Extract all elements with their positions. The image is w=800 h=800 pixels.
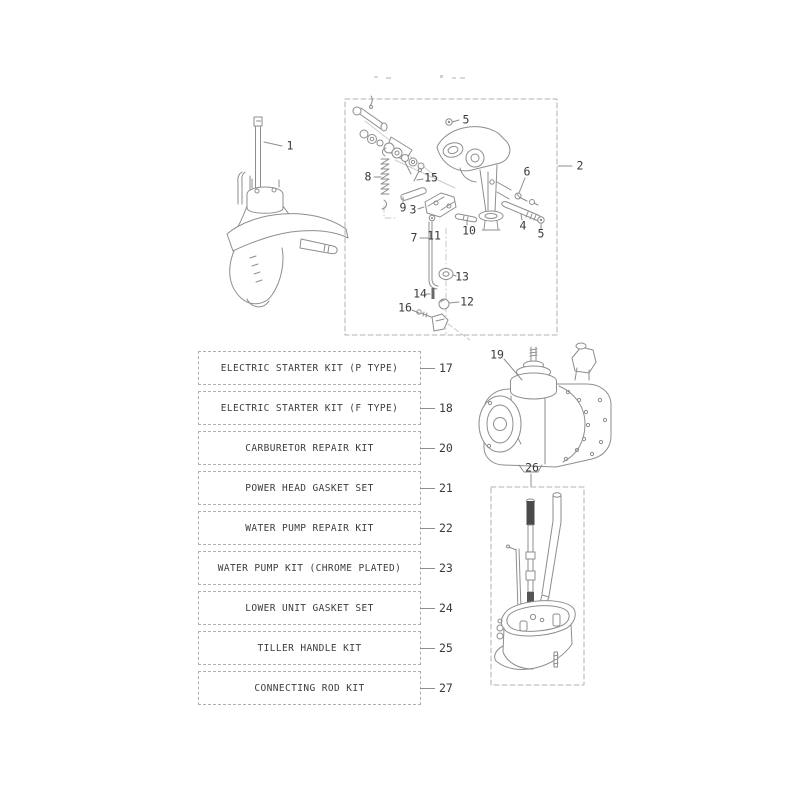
kit-item-leader-line: [420, 608, 435, 609]
kit-item-number: 23: [439, 561, 453, 575]
kit-list-item: LOWER UNIT GASKET SET 24: [198, 591, 453, 625]
leader-line-19: [503, 358, 523, 381]
leader-line-6: [518, 177, 526, 194]
kit-list-item: ELECTRIC STARTER KIT (F TYPE) 18: [198, 391, 453, 425]
bracket-body-drawing: [436, 118, 512, 231]
kit-item-label: CONNECTING ROD KIT: [254, 682, 365, 694]
part-number-13: 13: [455, 269, 469, 284]
kit-item-number: 21: [439, 481, 453, 495]
part-number-1: 1: [286, 138, 294, 153]
kit-list: ELECTRIC STARTER KIT (P TYPE) 17 ELECTRI…: [198, 351, 453, 711]
spring-drawing: [380, 147, 390, 210]
part-number-11: 11: [427, 228, 441, 243]
kit-item-leader-line: [420, 648, 435, 649]
leader-line-13: [452, 274, 457, 277]
kit-item-number: 27: [439, 681, 453, 695]
leader-line-3: [417, 206, 425, 210]
pin-10-drawing: [454, 213, 478, 223]
part-number-16: 16: [398, 300, 412, 315]
kit-item-label: TILLER HANDLE KIT: [257, 642, 362, 654]
part-number-9: 9: [399, 200, 407, 215]
leader-line-12: [448, 301, 460, 304]
kit-item-number: 25: [439, 641, 453, 655]
control-linkage-box: [344, 95, 558, 341]
kit-list-item: ELECTRIC STARTER KIT (P TYPE) 17: [198, 351, 453, 385]
kit-item-leader-line: [420, 488, 435, 489]
part-number-15: 15: [424, 170, 438, 185]
kit-list-item: TILLER HANDLE KIT 25: [198, 631, 453, 665]
powerhead-drawing: [478, 342, 612, 473]
kit-item-label: ELECTRIC STARTER KIT (F TYPE): [220, 402, 399, 414]
fasteners-right-drawing: [501, 192, 545, 224]
kit-item-leader-line: [420, 368, 435, 369]
faint-print-artifacts: [374, 75, 465, 79]
leader-line-4: [520, 213, 523, 221]
kit-item-leader-line: [420, 688, 435, 689]
kit-item-label: WATER PUMP REPAIR KIT: [245, 522, 374, 534]
kit-item-label: WATER PUMP KIT (CHROME PLATED): [217, 562, 402, 574]
callout-leader-lines: [263, 119, 573, 487]
part-number-5: 5: [537, 226, 545, 241]
part-number-26: 26: [525, 460, 539, 475]
part-number-3: 3: [409, 202, 417, 217]
kit-item-leader-line: [420, 568, 435, 569]
kit-item-label: CARBURETOR REPAIR KIT: [245, 442, 374, 454]
kit-item-number: 17: [439, 361, 453, 375]
part-number-2: 2: [576, 158, 584, 173]
kit-item-leader-line: [420, 528, 435, 529]
pin-15-drawing: [413, 167, 423, 182]
kit-list-item: POWER HEAD GASKET SET 21: [198, 471, 453, 505]
kit-list-item: WATER PUMP REPAIR KIT 22: [198, 511, 453, 545]
part-number-5: 5: [462, 112, 470, 127]
part-number-6: 6: [523, 164, 531, 179]
kit-item-label: POWER HEAD GASKET SET: [245, 482, 374, 494]
leader-line-15: [416, 178, 424, 181]
kit-item-label: LOWER UNIT GASKET SET: [245, 602, 374, 614]
part-number-7: 7: [410, 230, 418, 245]
driveshaft-box: [490, 486, 585, 686]
kit-list-item: CARBURETOR REPAIR KIT 20: [198, 431, 453, 465]
kit-list-item: CONNECTING ROD KIT 27: [198, 671, 453, 705]
part-number-8: 8: [364, 169, 372, 184]
rod-9-drawing: [400, 187, 427, 201]
kit-item-number: 24: [439, 601, 453, 615]
kit-list-item: WATER PUMP KIT (CHROME PLATED) 23: [198, 551, 453, 585]
leader-line-1: [263, 141, 283, 147]
leader-line-5: [451, 119, 460, 123]
kit-item-leader-line: [420, 448, 435, 449]
kit-item-number: 18: [439, 401, 453, 415]
part-number-12: 12: [460, 294, 474, 309]
part-number-19: 19: [490, 347, 504, 362]
kit-item-leader-line: [420, 408, 435, 409]
kit-item-number: 22: [439, 521, 453, 535]
cam-rod-parts: [416, 192, 457, 335]
throttle-link-parts: [352, 95, 425, 175]
kit-item-number: 20: [439, 441, 453, 455]
part-number-10: 10: [462, 223, 476, 238]
part-number-4: 4: [519, 218, 527, 233]
kit-item-label: ELECTRIC STARTER KIT (P TYPE): [220, 362, 399, 374]
leader-line-16: [411, 309, 420, 314]
lower-unit-drawing: [226, 116, 349, 308]
part-number-14: 14: [413, 286, 427, 301]
